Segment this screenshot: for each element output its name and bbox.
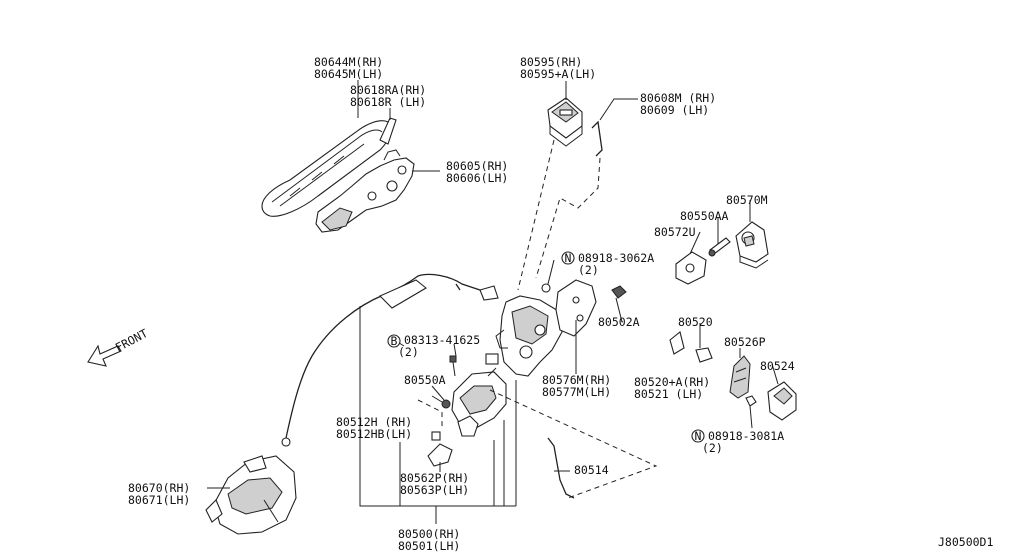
door-lock-cylinder <box>767 381 797 421</box>
front-arrow-icon <box>87 344 122 367</box>
callout-80520: 80520 <box>678 315 713 329</box>
callout-80644-l1: 80644M(RH) <box>314 55 383 69</box>
callout-80670-l1: 80670(RH) <box>128 481 190 495</box>
handle-frame <box>315 149 415 233</box>
nut-marker-text-2: N <box>695 429 702 443</box>
callout-08918-3081-l1: 08918-3081A <box>708 429 784 443</box>
callout-80520a-l1: 80520+A(RH) <box>634 375 710 389</box>
callout-80595-l2: 80595+A(LH) <box>520 67 596 81</box>
door-cover <box>729 355 751 399</box>
diagram-code: J80500D1 <box>938 535 993 549</box>
lock-bracket <box>555 279 597 337</box>
callout-80514: 80514 <box>574 463 609 477</box>
callout-08313-l1: 08313-41625 <box>404 333 480 347</box>
callout-80618-l1: 80618RA(RH) <box>350 83 426 97</box>
callout-80520a-l2: 80521 (LH) <box>634 387 703 401</box>
callout-80512-l1: 80512H (RH) <box>336 415 412 429</box>
callout-80670-l2: 80671(LH) <box>128 493 190 507</box>
door-lock-actuator <box>451 367 507 437</box>
nut-marker-text: N <box>565 251 572 265</box>
lock-rod-80514 <box>547 437 575 499</box>
lock-rod <box>591 120 603 157</box>
door-lock-assembly <box>485 295 563 377</box>
bolt-marker-text: B <box>391 334 398 348</box>
callout-80605-l1: 80605(RH) <box>446 159 508 173</box>
nut-3062 <box>541 283 551 293</box>
inside-handle <box>205 455 297 535</box>
door-striker <box>735 221 769 269</box>
front-label: FRONT <box>113 326 150 355</box>
connector-clip <box>427 431 453 467</box>
callout-80524: 80524 <box>760 359 795 373</box>
callout-80572: 80572U <box>654 225 696 239</box>
bolts-08313 <box>449 355 457 377</box>
callout-08918-3081-l2: (2) <box>702 441 723 455</box>
callout-80512-l2: 80512HB(LH) <box>336 427 412 441</box>
striker-shim <box>675 251 707 285</box>
callout-80500-l2: 80501(LH) <box>398 539 460 553</box>
callout-80576-l1: 80576M(RH) <box>542 373 611 387</box>
callout-80576-l2: 80577M(LH) <box>542 385 611 399</box>
nut-3081 <box>745 395 757 407</box>
callout-80608-l2: 80609 (LH) <box>640 103 709 117</box>
nut-marker-icon: N <box>561 251 575 265</box>
callout-80595-l1: 80595(RH) <box>520 55 582 69</box>
callout-80570: 80570M <box>726 193 768 207</box>
callout-08918-3062-l1: 08918-3062A <box>578 251 654 265</box>
key-cylinder <box>547 97 583 147</box>
assembly-dashed-lines <box>417 139 658 499</box>
callout-80562-l2: 80563P(LH) <box>400 483 469 497</box>
bracket-bolt <box>611 285 627 299</box>
bolt-marker-icon: B <box>387 334 401 348</box>
callout-08918-3062-l2: (2) <box>578 263 599 277</box>
callout-80644-l2: 80645M(LH) <box>314 67 383 81</box>
callout-80550a: 80550A <box>404 373 446 387</box>
callout-08313-l2: (2) <box>398 345 419 359</box>
callout-80605-l2: 80606(LH) <box>446 171 508 185</box>
callout-80526: 80526P <box>724 335 766 349</box>
nut-marker-icon-2: N <box>691 429 705 443</box>
door-bumper <box>669 331 713 363</box>
callout-80502: 80502A <box>598 315 640 329</box>
actuator-screw <box>431 395 451 409</box>
handle-cable <box>281 273 499 447</box>
callout-80500-l1: 80500(RH) <box>398 527 460 541</box>
callout-80562-l1: 80562P(RH) <box>400 471 469 485</box>
outside-handle-grip <box>261 120 392 217</box>
handle-escutcheon <box>379 117 397 145</box>
leader-lines <box>207 80 779 524</box>
callout-80618-l2: 80618R (LH) <box>350 95 426 109</box>
callout-80608-l1: 80608M (RH) <box>640 91 716 105</box>
callout-80550aa: 80550AA <box>680 209 729 223</box>
striker-bolt <box>708 237 731 257</box>
